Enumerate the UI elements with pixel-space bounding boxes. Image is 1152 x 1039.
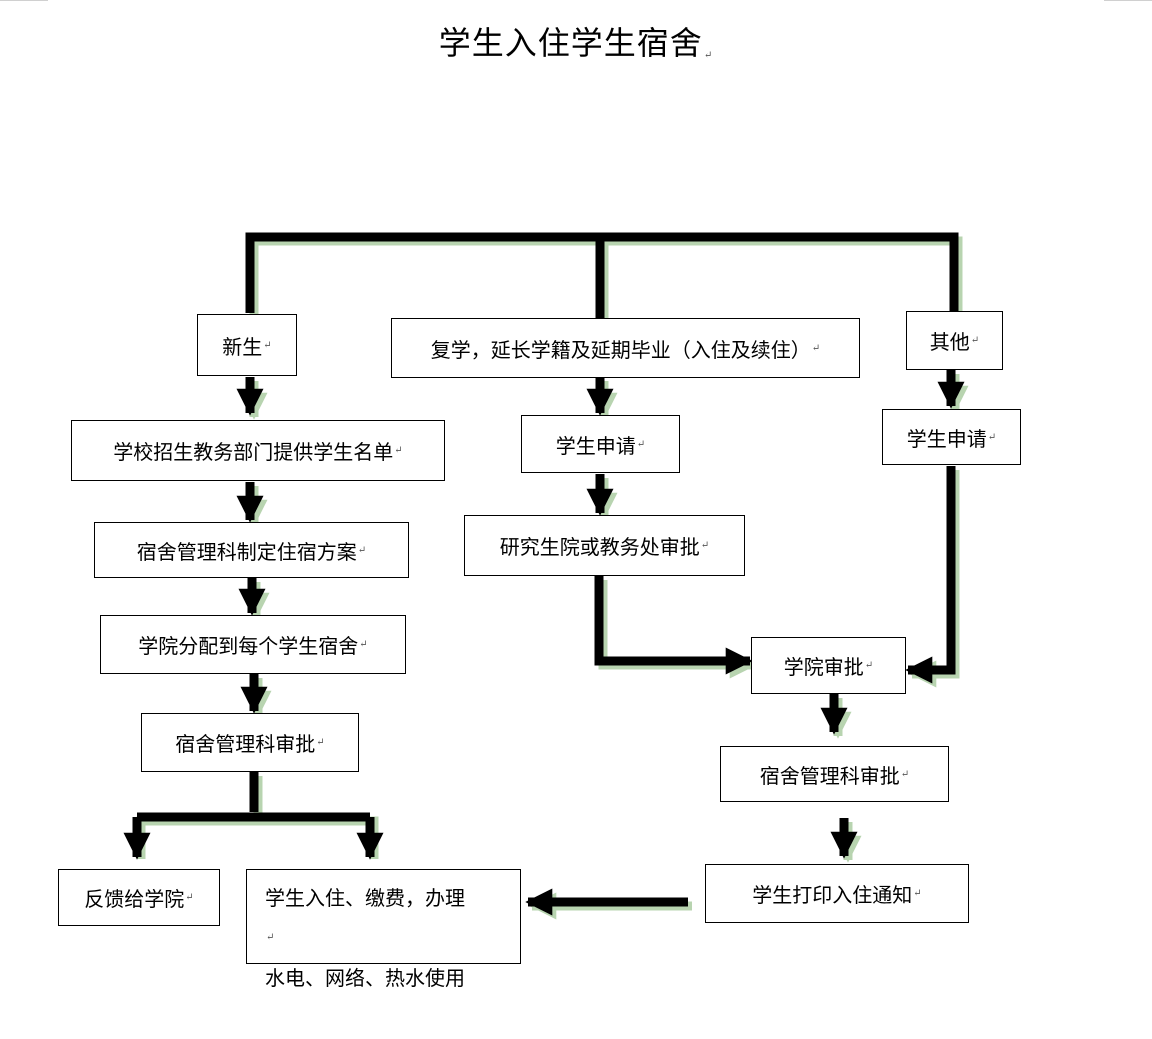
page-title-text: 学生入住学生宿舍	[438, 24, 703, 62]
node-checkin-line1: 学生入住、缴费，办理 ↵	[265, 878, 502, 958]
node-checkin-line2: 水电、网络、热水使用	[265, 966, 465, 990]
node-dorm-plan: 宿舍管理科制定住宿方案↵	[94, 522, 409, 578]
node-college-assign: 学院分配到每个学生宿舍↵	[100, 615, 406, 674]
node-college-assign-label: 学院分配到每个学生宿舍	[138, 634, 359, 658]
paragraph-mark-icon: ↵	[266, 932, 275, 943]
paragraph-mark-icon: ↵	[394, 445, 403, 456]
node-school-list-label: 学校招生教务部门提供学生名单	[113, 440, 394, 464]
page-title: 学生入住学生宿舍↵	[0, 18, 1152, 64]
paragraph-mark-icon: ↵	[263, 339, 272, 351]
paragraph-mark-icon: ↵	[811, 342, 821, 354]
node-new-student-label: 新生	[222, 334, 263, 359]
node-resume-study-label: 复学，延长学籍及延期毕业（入住及续住）	[430, 337, 811, 362]
paragraph-mark-icon: ↵	[900, 768, 910, 780]
paragraph-mark-icon: ↵	[359, 639, 368, 650]
node-grad-approve-label: 研究生院或教务处审批	[499, 535, 700, 559]
page-corner-mark-right	[1104, 0, 1152, 1]
node-grad-approve: 研究生院或教务处审批↵	[464, 515, 745, 576]
node-apply-other-label: 学生申请	[906, 426, 987, 451]
node-other: 其他↵	[906, 311, 1003, 370]
paragraph-mark-icon: ↵	[864, 660, 874, 671]
page-corner-mark-left	[0, 0, 48, 1]
paragraph-mark-icon: ↵	[636, 438, 646, 450]
node-dorm-approve-left: 宿舍管理科审批↵	[141, 713, 359, 772]
node-dorm-approve-left-label: 宿舍管理科审批	[175, 732, 316, 756]
node-print-notice: 学生打印入住通知↵	[705, 864, 969, 923]
node-dorm-approve-right: 宿舍管理科审批↵	[720, 746, 949, 802]
connector-lines	[123, 232, 965, 916]
node-other-label: 其他	[929, 330, 970, 354]
paragraph-mark-icon: ↵	[913, 888, 922, 899]
node-apply-other: 学生申请↵	[882, 409, 1021, 465]
node-dorm-plan-label: 宿舍管理科制定住宿方案	[136, 539, 357, 564]
node-school-list: 学校招生教务部门提供学生名单↵	[71, 420, 445, 481]
node-resume-study: 复学，延长学籍及延期毕业（入住及续住）↵	[391, 318, 860, 378]
paragraph-mark-icon: ↵	[700, 540, 710, 551]
node-dorm-approve-right-label: 宿舍管理科审批	[759, 763, 900, 788]
node-apply-resume-label: 学生申请	[555, 433, 636, 458]
node-new-student: 新生↵	[197, 314, 297, 376]
node-college-approve-label: 学院审批	[783, 655, 864, 679]
node-college-approve: 学院审批↵	[751, 637, 906, 694]
node-print-notice-label: 学生打印入住通知	[752, 883, 913, 907]
paragraph-mark-icon: ↵	[987, 431, 997, 443]
paragraph-mark-icon: ↵	[185, 892, 194, 903]
paragraph-mark-icon: ↵	[316, 737, 325, 748]
paragraph-mark-icon: ↵	[703, 50, 714, 61]
arrow-grad-to-college	[594, 576, 753, 675]
node-checkin-line1-text: 学生入住、缴费，办理	[265, 886, 465, 910]
paragraph-mark-icon: ↵	[970, 335, 980, 346]
paragraph-mark-icon: ↵	[357, 544, 367, 556]
node-feedback: 反馈给学院↵	[58, 869, 220, 926]
node-feedback-label: 反馈给学院	[84, 887, 185, 911]
arrow-apply-to-college	[905, 466, 956, 684]
node-checkin: 学生入住、缴费，办理 ↵ 水电、网络、热水使用	[246, 869, 521, 990]
node-apply-resume: 学生申请↵	[521, 415, 680, 473]
